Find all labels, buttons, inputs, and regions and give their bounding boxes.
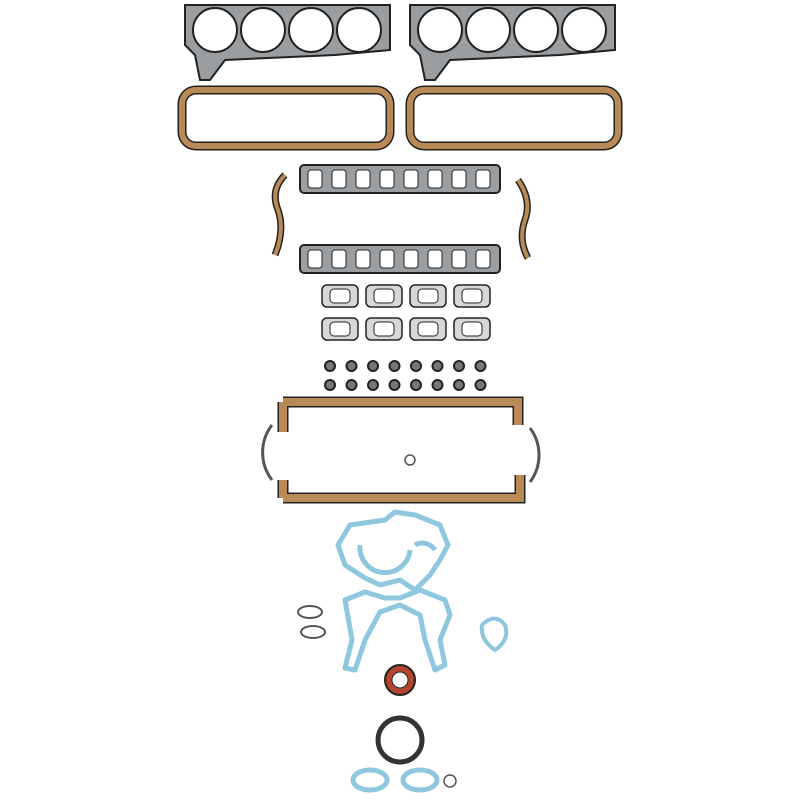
port-hole [417, 321, 439, 337]
valve-seal [388, 379, 401, 391]
valve-seal [388, 360, 401, 372]
intake-gasket-bottom [299, 244, 501, 274]
valve-seal [367, 360, 379, 372]
cylinder-bore [465, 7, 511, 53]
port-hole [417, 288, 439, 304]
valve-seal [345, 360, 358, 372]
cylinder-bore [336, 7, 382, 53]
port [331, 169, 347, 189]
rear-main-seal-half-left [261, 424, 274, 481]
port [403, 249, 419, 269]
port [451, 169, 467, 189]
small-gaskets [297, 605, 326, 639]
valve-seal [324, 360, 336, 372]
valve-seal [367, 379, 379, 391]
port-hole [461, 321, 483, 337]
intake-end-seal-right-cork [516, 178, 530, 259]
port [331, 249, 347, 269]
oil-pan-gasket [277, 396, 526, 504]
port [427, 249, 443, 269]
port [379, 249, 395, 269]
valve-cover-gasket-right [405, 85, 623, 151]
valve-stem-seals [324, 360, 487, 391]
exhaust-gasket-top [321, 284, 491, 308]
cylinder-bore [561, 7, 607, 53]
valve-seal [345, 379, 358, 391]
gasket-body [299, 244, 501, 274]
port [451, 249, 467, 269]
port [355, 169, 371, 189]
valve-seal [410, 379, 422, 391]
port [403, 169, 419, 189]
port [379, 169, 395, 189]
port [475, 249, 491, 269]
rear-main-seal-half-right [528, 427, 541, 483]
o-ring-small [404, 454, 416, 466]
port-hole [373, 288, 395, 304]
cylinder-bore [417, 7, 463, 53]
valve-seal [431, 379, 444, 391]
cylinder-bore [192, 7, 238, 53]
valve-seal [474, 360, 487, 372]
gasket-body [299, 164, 501, 194]
port-hole [373, 321, 395, 337]
timing-cover-seal [384, 664, 416, 696]
port [427, 169, 443, 189]
valve-seal [324, 379, 336, 391]
valve-seal [410, 360, 422, 372]
thermostat-gaskets [350, 767, 457, 793]
valve-seal [474, 379, 487, 391]
cylinder-bore [288, 7, 334, 53]
timing-cover-gasket [342, 587, 453, 673]
valve-cover-gasket-left [177, 85, 395, 151]
cylinder-bore [240, 7, 286, 53]
port-hole [461, 288, 483, 304]
fuel-pump-gasket [479, 616, 509, 653]
cylinder-bore [513, 7, 559, 53]
valve-seal [431, 360, 444, 372]
port [355, 249, 371, 269]
head-gasket-right [409, 4, 616, 81]
rear-main-seal [375, 715, 425, 765]
port-hole [329, 288, 351, 304]
port [307, 169, 323, 189]
port-hole [329, 321, 351, 337]
water-pump-gasket [335, 509, 451, 593]
valve-seal [453, 360, 465, 372]
head-gasket-left [184, 4, 391, 81]
port [475, 169, 491, 189]
exhaust-gasket-bottom [321, 317, 491, 341]
intake-gasket-top [299, 164, 501, 194]
intake-end-seal-left-cork [273, 173, 287, 256]
port [307, 249, 323, 269]
valve-seal [453, 379, 465, 391]
